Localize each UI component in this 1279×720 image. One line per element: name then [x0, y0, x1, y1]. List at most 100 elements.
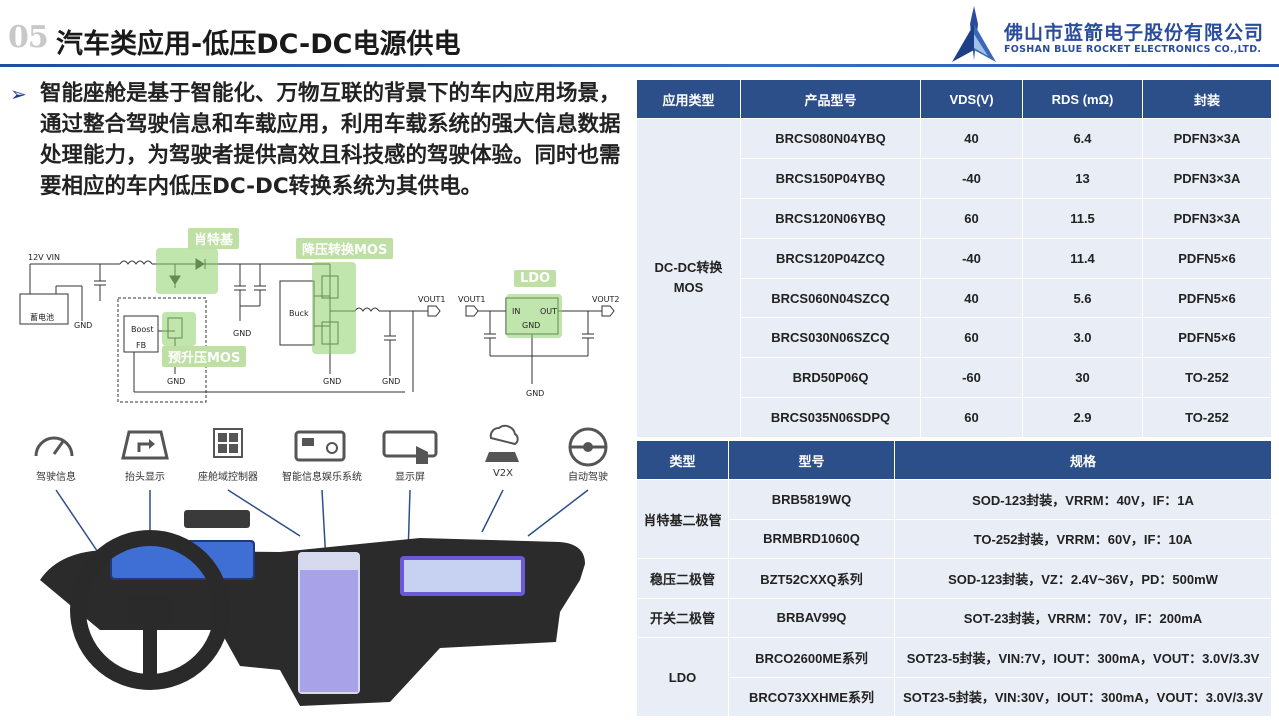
diode-col-spec: 规格	[894, 440, 1272, 480]
buck-mos-tag: 降压转换MOS	[296, 238, 394, 259]
mos-col-rds: RDS (mΩ)	[1022, 79, 1143, 119]
cell-type: LDO	[636, 637, 729, 717]
table-row: BRCS150P04YBQ -40 13 PDFN3×3A	[637, 157, 1272, 199]
cell-vds: 60	[920, 317, 1023, 359]
dashboard-image	[40, 489, 589, 706]
mos-col-package: 封装	[1142, 79, 1272, 119]
gnd-label: GND	[323, 377, 341, 386]
car-label-4: 显示屏	[395, 472, 425, 483]
infotainment-icon	[294, 430, 346, 462]
cell-package: PDFN3×3A	[1142, 197, 1272, 239]
page-title: 汽车类应用-低压DC-DC电源供电	[56, 29, 461, 60]
cell-package: PDFN3×3A	[1142, 157, 1272, 199]
table-row: BRCS120N06YBQ 60 11.5 PDFN3×3A	[637, 197, 1272, 239]
cell-rds: 11.5	[1022, 197, 1143, 239]
v2x-car-icon	[485, 424, 519, 462]
cell-model: BRCS035N06SDPQ	[740, 397, 921, 439]
cell-rds: 30	[1022, 357, 1143, 399]
cell-package: TO-252	[1142, 397, 1272, 439]
bullet-arrow-icon: ➢	[10, 82, 27, 106]
boost-label: Boost	[131, 325, 154, 334]
mos-col-model: 产品型号	[740, 79, 921, 119]
cell-model: BRCS080N04YBQ	[740, 118, 921, 159]
cell-vds: 40	[920, 277, 1023, 319]
cell-spec: SOD-123封装，VRRM：40V，IF：1A	[894, 479, 1272, 520]
vout1-label: VOUT1	[458, 295, 485, 304]
cell-type: 肖特基二极管	[636, 479, 729, 559]
cell-spec: TO-252封装，VRRM：60V，IF：10A	[894, 518, 1272, 559]
autonomous-driving-icon	[568, 427, 608, 467]
cell-package: PDFN3×3A	[1142, 118, 1272, 159]
cell-type: 稳压二极管	[636, 558, 729, 599]
diode-col-model: 型号	[728, 440, 895, 480]
mos-col-vds: VDS(V)	[920, 79, 1023, 119]
touch-screen-icon	[382, 430, 438, 464]
vin-label: 12V VIN	[28, 253, 60, 262]
car-label-2: 座舱域控制器	[198, 472, 258, 483]
cell-rds: 3.0	[1022, 317, 1143, 359]
cell-model: BRCS030N06SZCQ	[740, 317, 921, 359]
cell-type: 开关二极管	[636, 597, 729, 638]
mos-col-type: 应用类型	[636, 79, 741, 119]
car-label-3: 智能信息娱乐系统	[282, 472, 362, 483]
cell-model: BRBAV99Q	[728, 597, 895, 638]
cell-spec: SOT23-5封装，VIN:7V，IOUT：300mA，VOUT：3.0V/3.…	[894, 637, 1272, 678]
gnd-label: GND	[167, 377, 185, 386]
ldo-tag: LDO	[514, 270, 557, 287]
cell-model: BRMBRD1060Q	[728, 518, 895, 559]
table-row: LDO BRCO2600ME系列 SOT23-5封装，VIN:7V，IOUT：3…	[636, 637, 1272, 717]
company-logo: 佛山市蓝箭电子股份有限公司 FOSHAN BLUE ROCKET ELECTRO…	[948, 4, 1273, 64]
boost-mos-tag: 预升压MOS	[162, 346, 247, 367]
table-row: BRCS120P04ZCQ -40 11.4 PDFN5×6	[637, 237, 1272, 279]
diode-col-type: 类型	[636, 440, 729, 480]
gnd-label: GND	[233, 329, 251, 338]
header-divider	[0, 64, 1279, 67]
diode-table-header-row: 类型 型号 规格	[636, 440, 1272, 480]
cell-spec: SOT-23封装，VRRM：70V，IF：200mA	[894, 597, 1272, 638]
cell-rds: 6.4	[1022, 118, 1143, 159]
cell-model: BRCO2600ME系列	[728, 637, 895, 678]
cell-rds: 5.6	[1022, 277, 1143, 319]
ldo-out-label: OUT	[540, 307, 557, 316]
cell-vds: 60	[920, 397, 1023, 439]
cell-model: BRD50P06Q	[740, 357, 921, 399]
speedometer-icon	[34, 436, 74, 457]
cell-rds: 13	[1022, 157, 1143, 199]
gnd-label: GND	[526, 389, 544, 398]
cell-model: BRCS150P04YBQ	[740, 157, 921, 199]
cell-model: BRCS060N04SZCQ	[740, 277, 921, 319]
cell-vds: -40	[920, 237, 1023, 279]
car-label-6: 自动驾驶	[568, 472, 608, 483]
table-row: BRD50P06Q -60 30 TO-252	[637, 357, 1272, 399]
table-row: 开关二极管 BRBAV99Q SOT-23封装，VRRM：70V，IF：200m…	[636, 597, 1272, 638]
table-row: 稳压二极管 BZT52CXXQ系列 SOD-123封装，VZ：2.4V~36V，…	[636, 558, 1272, 599]
gnd-label: GND	[382, 377, 400, 386]
table-row: DC-DC转换MOS BRCS080N04YBQ 40 6.4 PDFN3×3A	[636, 117, 1272, 439]
fb-label: FB	[136, 341, 146, 350]
cell-vds: -40	[920, 157, 1023, 199]
cell-model: BRCS120P04ZCQ	[740, 237, 921, 279]
hud-icon	[121, 430, 169, 460]
cell-rds: 2.9	[1022, 397, 1143, 439]
cell-spec: SOT23-5封装，VIN:30V，IOUT：300mA，VOUT：3.0V/3…	[894, 676, 1272, 717]
vout1-label: VOUT1	[418, 295, 445, 304]
table-row: BRCS060N04SZCQ 40 5.6 PDFN5×6	[637, 277, 1272, 319]
car-label-0: 驾驶信息	[36, 472, 76, 483]
cell-package: TO-252	[1142, 357, 1272, 399]
cell-model: BRB5819WQ	[728, 479, 895, 520]
cell-model: BRCS120N06YBQ	[740, 197, 921, 239]
ldo-gnd-label: GND	[522, 321, 540, 330]
cell-model: BZT52CXXQ系列	[728, 558, 895, 599]
diode-ldo-table: 类型 型号 规格 肖特基二极管 BRB5819WQ SOD-123封装，VRRM…	[636, 440, 1272, 717]
car-label-1: 抬头显示	[125, 472, 165, 483]
ldo-in-label: IN	[512, 307, 520, 316]
cell-package: PDFN5×6	[1142, 237, 1272, 279]
chip-icon	[213, 428, 243, 458]
cell-vds: 60	[920, 197, 1023, 239]
schottky-tag: 肖特基	[188, 228, 240, 249]
company-name-en: FOSHAN BLUE ROCKET ELECTRONICS CO.,LTD.	[1004, 44, 1262, 55]
smart-cockpit-illustration: 驾驶信息 抬头显示 座舱域控制器 智能信息娱乐系统 显示屏 V2X 自动驾驶	[0, 420, 630, 720]
table-row: 肖特基二极管 BRB5819WQ SOD-123封装，VRRM：40V，IF：1…	[636, 479, 1272, 559]
cell-package: PDFN5×6	[1142, 277, 1272, 319]
company-name-cn: 佛山市蓝箭电子股份有限公司	[1004, 22, 1265, 44]
